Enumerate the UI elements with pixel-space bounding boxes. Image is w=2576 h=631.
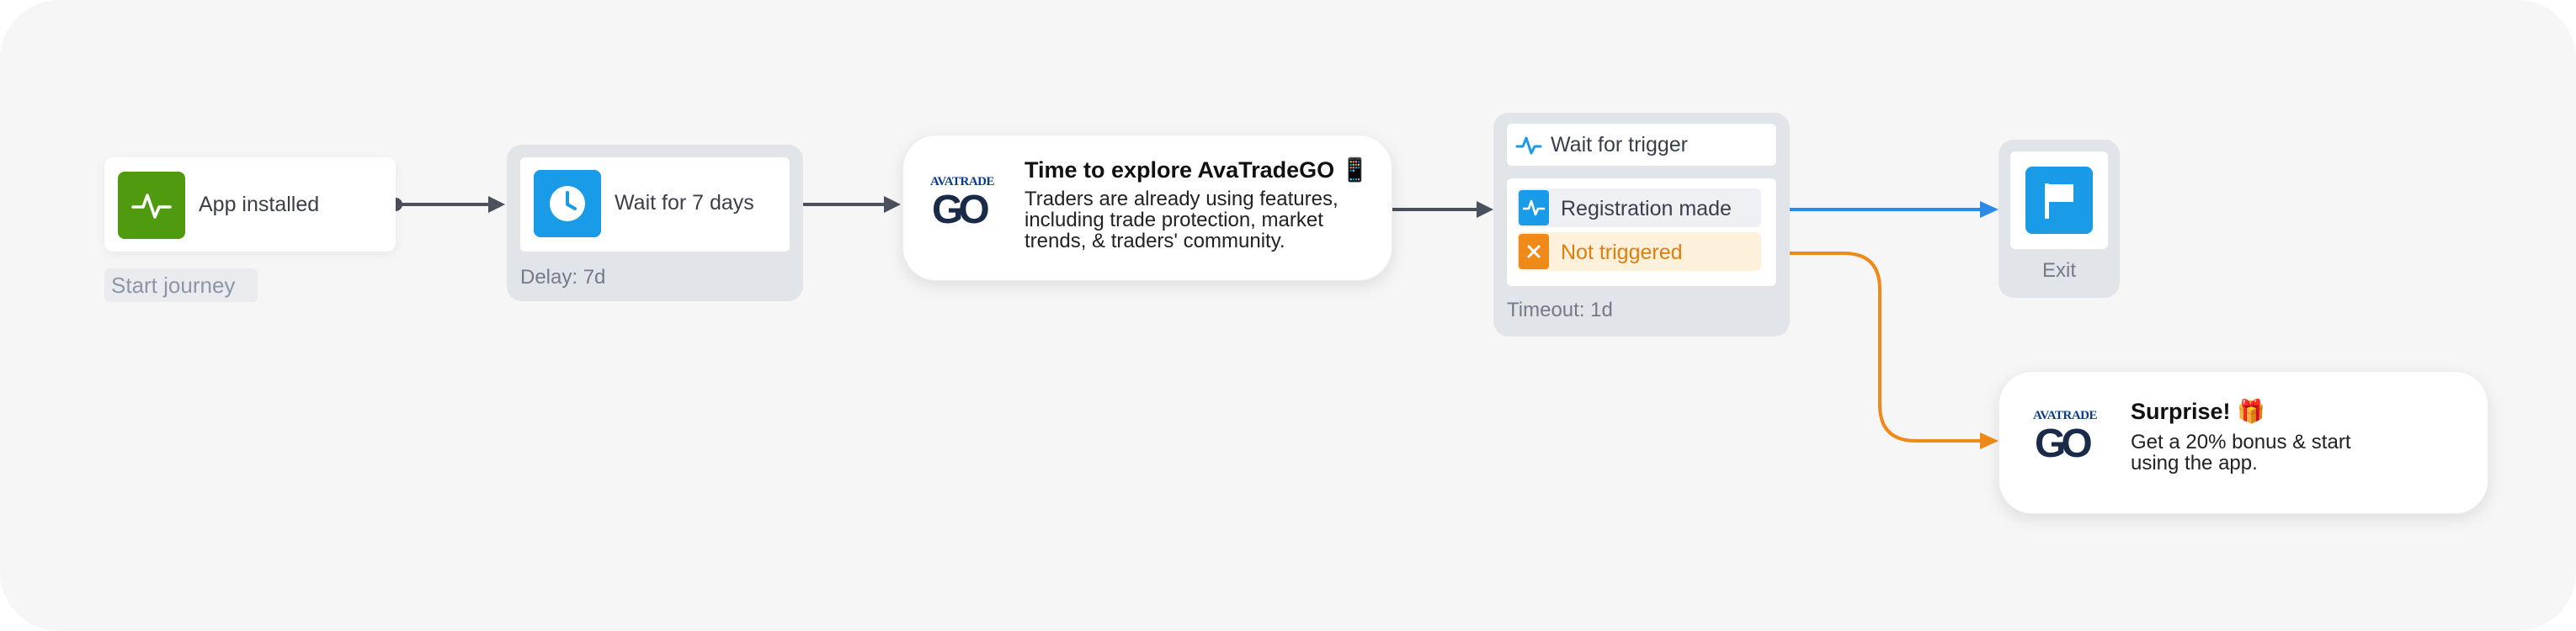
message-body-line: including trade protection, market [1025, 209, 1323, 231]
delay-label: Wait for 7 days [615, 191, 754, 215]
branch-label: Not triggered [1561, 241, 1683, 264]
close-icon [1519, 234, 1549, 269]
start-node-label: App installed [199, 193, 320, 216]
connector-nottriggered-to-message [1767, 246, 1999, 449]
exit-card [2010, 151, 2108, 249]
connector-start-to-delay [389, 196, 505, 213]
logo-text: AVATRADE [930, 175, 995, 188]
avatrade-go-logo: AVATRADE GO [929, 175, 996, 242]
delay-footer: Delay: 7d [520, 266, 606, 289]
delay-card: Wait for 7 days [520, 157, 790, 252]
trigger-footer: Timeout: 1d [1507, 299, 1613, 321]
message-body-line: Traders are already using features, [1025, 188, 1339, 210]
message-node-surprise[interactable]: AVATRADE GO Surprise! 🎁 Get a 20% bonus … [1999, 371, 2488, 514]
message-title: Surprise! 🎁 [2131, 399, 2265, 424]
logo-mark: GO [932, 188, 990, 232]
message-title: Time to explore AvaTradeGO 📱 [1025, 157, 1370, 183]
activity-icon [1515, 136, 1542, 155]
branch-registration-made[interactable]: Registration made [1517, 188, 1761, 227]
start-node[interactable]: App installed [104, 157, 396, 252]
logo-mark: GO [2035, 422, 2093, 466]
connector-message-to-trigger [1375, 201, 1493, 218]
trigger-header-label: Wait for trigger [1551, 133, 1689, 156]
activity-icon [118, 172, 185, 239]
trigger-header: Wait for trigger [1507, 124, 1776, 166]
message-body-line: using the app. [2131, 452, 2258, 475]
message-body-line: Get a 20% bonus & start [2131, 431, 2351, 453]
branch-label: Registration made [1561, 197, 1732, 220]
message-body: Traders are already using features, incl… [1025, 188, 1339, 252]
activity-icon [1519, 190, 1549, 225]
message-body-line: trends, & traders' community. [1025, 230, 1285, 252]
branch-not-triggered[interactable]: Not triggered [1517, 232, 1761, 271]
exit-node[interactable]: Exit [1999, 140, 2120, 298]
connector-registration-to-exit [1767, 201, 1999, 218]
message-body: Get a 20% bonus & start using the app. [2131, 432, 2350, 474]
exit-label: Exit [2041, 259, 2076, 282]
clock-icon [534, 170, 601, 237]
flag-icon [2025, 167, 2093, 234]
logo-text: AVATRADE [2033, 409, 2098, 422]
start-journey-label: Start journey [111, 273, 236, 298]
trigger-node[interactable]: Wait for trigger Registration made Not t… [1493, 113, 1790, 337]
message-node-explore[interactable]: AVATRADE GO Time to explore AvaTradeGO 📱… [902, 135, 1392, 281]
avatrade-go-logo: AVATRADE GO [2031, 409, 2099, 476]
delay-node[interactable]: Wait for 7 days Delay: 7d [507, 145, 803, 301]
trigger-branches: Registration made Not triggered [1507, 178, 1776, 286]
start-journey-tag: Start journey [104, 268, 258, 302]
